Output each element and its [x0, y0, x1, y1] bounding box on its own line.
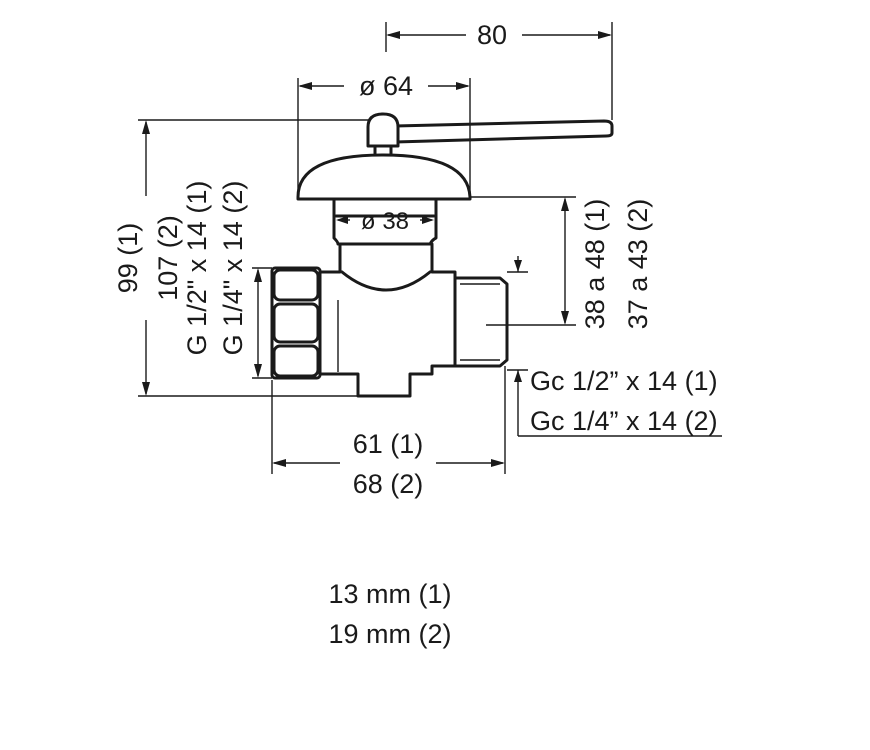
ball-seat-curve [340, 270, 432, 292]
dim-height-2: 107 (2) [153, 215, 183, 301]
dim-length-1: 61 (1) [353, 429, 424, 459]
dim-inlet-thread-2: G 1/4" x 14 (2) [218, 181, 248, 356]
dim-outlet-height-2: 37 a 43 (2) [623, 199, 653, 330]
inlet-hex-nut [270, 266, 322, 380]
dim-inlet-thread-1: G 1/2" x 14 (1) [182, 181, 212, 356]
dim-outlet-thread-2: Gc 1/4” x 14 (2) [530, 406, 718, 436]
dim-width-total: 80 [477, 20, 507, 50]
outlet-spigot [453, 276, 509, 368]
lever-handle [393, 119, 614, 144]
valve-outline [270, 112, 614, 398]
dim-length-2: 68 (2) [353, 469, 424, 499]
dim-outlet-height-1: 38 a 48 (1) [580, 199, 610, 330]
bore-size-1: 13 mm (1) [328, 579, 451, 609]
dimension-lines [138, 22, 722, 474]
dim-cap-diameter: ø 64 [359, 71, 413, 101]
dim-neck-diameter: ø 38 [361, 208, 409, 235]
dim-outlet-thread-1: Gc 1/2” x 14 (1) [530, 366, 718, 396]
bore-size-2: 19 mm (2) [328, 619, 451, 649]
valve-main-body [318, 242, 457, 398]
dim-height-1: 99 (1) [113, 223, 143, 294]
lever-knob [366, 112, 400, 148]
dome-cap [296, 153, 472, 201]
